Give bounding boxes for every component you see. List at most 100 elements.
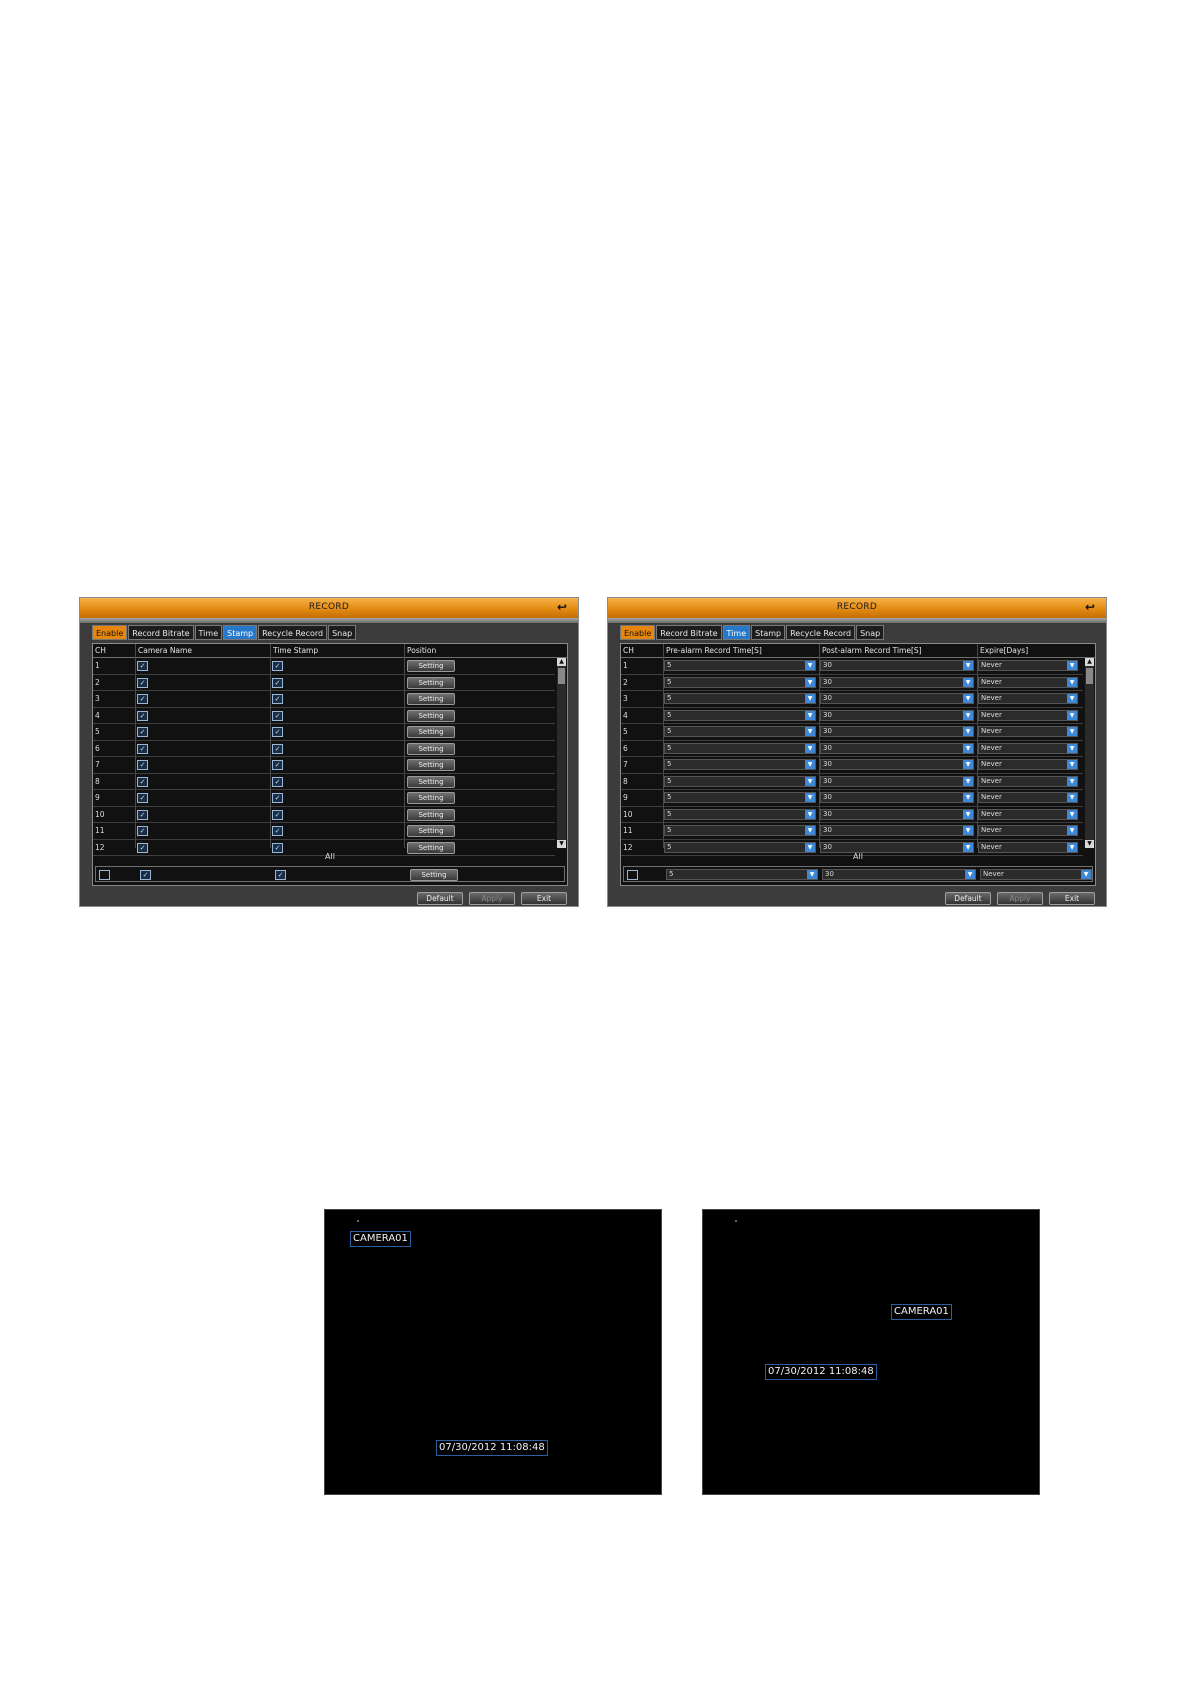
post-alarm-dropdown[interactable]: 30▼ xyxy=(820,709,974,721)
exit-button[interactable]: Exit xyxy=(521,892,567,905)
position-setting-button[interactable]: Setting xyxy=(407,742,455,755)
camera-name-checkbox[interactable]: ✓ xyxy=(137,760,148,770)
position-setting-button[interactable]: Setting xyxy=(407,808,455,821)
tab-snap[interactable]: Snap xyxy=(856,625,885,640)
time-stamp-checkbox[interactable]: ✓ xyxy=(272,793,283,803)
tab-recycle-record[interactable]: Recycle Record xyxy=(786,625,856,640)
pre-alarm-dropdown[interactable]: 5▼ xyxy=(664,825,816,836)
all-pre-alarm-dropdown[interactable]: 5 ▼ xyxy=(666,869,818,880)
tab-record-bitrate[interactable]: Record Bitrate xyxy=(656,625,722,640)
all-position-setting-button[interactable]: Setting xyxy=(410,869,458,881)
all-camera-name-checkbox[interactable]: ✓ xyxy=(140,870,151,880)
position-setting-button[interactable]: Setting xyxy=(407,792,455,804)
expire-dropdown[interactable]: Never▼ xyxy=(978,742,1078,754)
camera-name-osd[interactable]: CAMERA01 xyxy=(350,1231,411,1247)
default-button[interactable]: Default xyxy=(417,892,463,905)
time-stamp-checkbox[interactable]: ✓ xyxy=(272,727,283,737)
exit-button[interactable]: Exit xyxy=(1049,892,1095,905)
pre-alarm-dropdown[interactable]: 5▼ xyxy=(664,742,816,754)
position-setting-button[interactable]: Setting xyxy=(407,676,455,689)
post-alarm-dropdown[interactable]: 30▼ xyxy=(820,792,974,803)
all-select-checkbox[interactable]: ✓ xyxy=(627,870,638,880)
post-alarm-dropdown[interactable]: 30▼ xyxy=(820,775,974,787)
camera-name-checkbox[interactable]: ✓ xyxy=(137,727,148,737)
all-expire-dropdown[interactable]: Never ▼ xyxy=(980,869,1092,880)
all-post-alarm-dropdown[interactable]: 30 ▼ xyxy=(822,869,976,880)
scrollbar[interactable]: ▲ ▼ xyxy=(1085,658,1094,848)
pre-alarm-dropdown[interactable]: 5▼ xyxy=(664,726,816,737)
camera-name-checkbox[interactable]: ✓ xyxy=(137,743,148,754)
expire-dropdown[interactable]: Never▼ xyxy=(978,759,1078,770)
position-setting-button[interactable]: Setting xyxy=(407,841,455,854)
time-stamp-checkbox[interactable]: ✓ xyxy=(272,743,283,754)
expire-dropdown[interactable]: Never▼ xyxy=(978,775,1078,787)
scrollbar[interactable]: ▲ ▼ xyxy=(557,658,566,848)
scroll-thumb[interactable] xyxy=(1086,668,1093,684)
expire-dropdown[interactable]: Never▼ xyxy=(978,709,1078,721)
expire-dropdown[interactable]: Never▼ xyxy=(978,693,1078,704)
pre-alarm-dropdown[interactable]: 5▼ xyxy=(664,792,816,803)
back-arrow-icon[interactable]: ↩ xyxy=(1084,600,1096,614)
time-stamp-checkbox[interactable]: ✓ xyxy=(272,809,283,820)
pre-alarm-dropdown[interactable]: 5▼ xyxy=(664,759,816,770)
camera-name-checkbox[interactable]: ✓ xyxy=(137,809,148,820)
position-setting-button[interactable]: Setting xyxy=(407,693,455,705)
expire-dropdown[interactable]: Never▼ xyxy=(978,726,1078,737)
tab-enable[interactable]: Enable xyxy=(620,625,656,640)
post-alarm-dropdown[interactable]: 30▼ xyxy=(820,676,974,688)
all-time-stamp-checkbox[interactable]: ✓ xyxy=(275,870,286,880)
time-stamp-checkbox[interactable]: ✓ xyxy=(272,677,283,688)
camera-name-checkbox[interactable]: ✓ xyxy=(137,842,148,853)
pre-alarm-dropdown[interactable]: 5▼ xyxy=(664,808,816,820)
pre-alarm-dropdown[interactable]: 5▼ xyxy=(664,676,816,688)
tab-record-bitrate[interactable]: Record Bitrate xyxy=(128,625,194,640)
expire-dropdown[interactable]: Never▼ xyxy=(978,792,1078,803)
timestamp-osd[interactable]: 07/30/2012 11:08:48 xyxy=(436,1440,548,1456)
post-alarm-dropdown[interactable]: 30▼ xyxy=(820,825,974,836)
apply-button[interactable]: Apply xyxy=(997,892,1043,905)
camera-name-checkbox[interactable]: ✓ xyxy=(137,710,148,721)
tab-time[interactable]: Time xyxy=(194,625,223,640)
pre-alarm-dropdown[interactable]: 5▼ xyxy=(664,775,816,787)
position-setting-button[interactable]: Setting xyxy=(407,825,455,837)
time-stamp-checkbox[interactable]: ✓ xyxy=(272,760,283,770)
post-alarm-dropdown[interactable]: 30▼ xyxy=(820,660,974,671)
all-select-checkbox[interactable]: ✓ xyxy=(99,870,110,880)
pre-alarm-dropdown[interactable]: 5▼ xyxy=(664,841,816,853)
camera-name-checkbox[interactable]: ✓ xyxy=(137,793,148,803)
camera-name-checkbox[interactable]: ✓ xyxy=(137,694,148,704)
post-alarm-dropdown[interactable]: 30▼ xyxy=(820,742,974,754)
post-alarm-dropdown[interactable]: 30▼ xyxy=(820,726,974,737)
apply-button[interactable]: Apply xyxy=(469,892,515,905)
pre-alarm-dropdown[interactable]: 5▼ xyxy=(664,660,816,671)
scroll-down-icon[interactable]: ▼ xyxy=(557,840,566,848)
scroll-thumb[interactable] xyxy=(558,668,565,684)
pre-alarm-dropdown[interactable]: 5▼ xyxy=(664,693,816,704)
position-setting-button[interactable]: Setting xyxy=(407,709,455,722)
scroll-up-icon[interactable]: ▲ xyxy=(1085,658,1094,666)
position-setting-button[interactable]: Setting xyxy=(407,775,455,788)
time-stamp-checkbox[interactable]: ✓ xyxy=(272,694,283,704)
scroll-down-icon[interactable]: ▼ xyxy=(1085,840,1094,848)
camera-name-osd[interactable]: CAMERA01 xyxy=(891,1304,952,1320)
pre-alarm-dropdown[interactable]: 5▼ xyxy=(664,709,816,721)
tab-recycle-record[interactable]: Recycle Record xyxy=(258,625,328,640)
timestamp-osd[interactable]: 07/30/2012 11:08:48 xyxy=(765,1364,877,1380)
position-setting-button[interactable]: Setting xyxy=(407,660,455,672)
camera-name-checkbox[interactable]: ✓ xyxy=(137,826,148,836)
camera-name-checkbox[interactable]: ✓ xyxy=(137,776,148,787)
tab-time[interactable]: Time xyxy=(722,625,751,640)
expire-dropdown[interactable]: Never▼ xyxy=(978,825,1078,836)
camera-name-checkbox[interactable]: ✓ xyxy=(137,661,148,671)
position-setting-button[interactable]: Setting xyxy=(407,726,455,738)
time-stamp-checkbox[interactable]: ✓ xyxy=(272,776,283,787)
time-stamp-checkbox[interactable]: ✓ xyxy=(272,710,283,721)
tab-stamp[interactable]: Stamp xyxy=(751,625,786,640)
post-alarm-dropdown[interactable]: 30▼ xyxy=(820,841,974,853)
time-stamp-checkbox[interactable]: ✓ xyxy=(272,842,283,853)
tab-enable[interactable]: Enable xyxy=(92,625,128,640)
expire-dropdown[interactable]: Never▼ xyxy=(978,841,1078,853)
position-setting-button[interactable]: Setting xyxy=(407,759,455,771)
post-alarm-dropdown[interactable]: 30▼ xyxy=(820,759,974,770)
back-arrow-icon[interactable]: ↩ xyxy=(556,600,568,614)
